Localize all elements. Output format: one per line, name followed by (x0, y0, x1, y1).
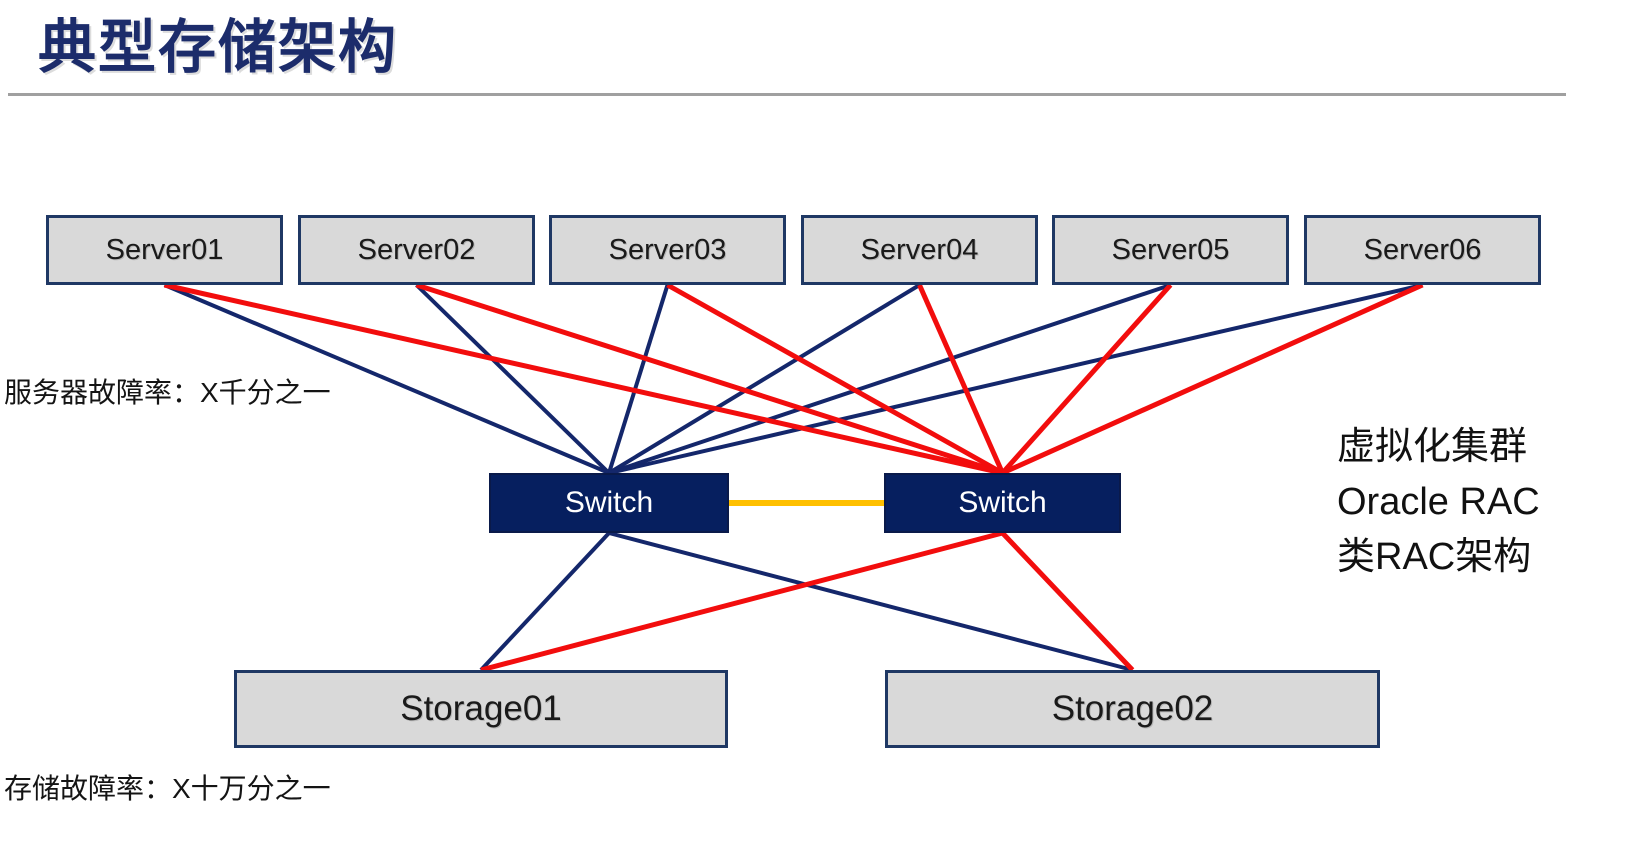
cluster-note-line2: Oracle RAC (1337, 481, 1540, 523)
title-divider (8, 93, 1566, 96)
switch-right-label: Switch (958, 486, 1047, 519)
server06-label: Server06 (1363, 233, 1482, 266)
page-title: 典型存储架构 (38, 15, 399, 80)
node-storage02: Storage02 (885, 670, 1380, 748)
node-switch-left: Switch (489, 473, 729, 533)
node-server04: Server04 (801, 215, 1038, 285)
node-switch-right: Switch (884, 473, 1121, 533)
node-storage01: Storage01 (234, 670, 728, 748)
server02-label: Server02 (357, 233, 476, 266)
cluster-note: 虚拟化集群 Oracle RAC 类RAC架构 (1337, 420, 1540, 585)
node-server03: Server03 (549, 215, 786, 285)
server04-label: Server04 (860, 233, 979, 266)
cluster-note-line1: 虚拟化集群 (1337, 426, 1528, 468)
storage-failure-rate-note: 存储故障率：X十万分之一 (4, 773, 331, 804)
switch-left-label: Switch (564, 486, 654, 519)
node-server02: Server02 (298, 215, 535, 285)
node-server01: Server01 (46, 215, 283, 285)
server01-label: Server01 (105, 233, 224, 266)
server05-label: Server05 (1111, 233, 1230, 266)
node-server06: Server06 (1304, 215, 1541, 285)
storage01-label: Storage01 (400, 689, 562, 728)
cluster-note-line3: 类RAC架构 (1337, 536, 1532, 578)
server03-label: Server03 (608, 233, 727, 266)
node-server05: Server05 (1052, 215, 1289, 285)
storage02-label: Storage02 (1051, 689, 1214, 728)
server-failure-rate-note: 服务器故障率：X千分之一 (4, 377, 331, 408)
